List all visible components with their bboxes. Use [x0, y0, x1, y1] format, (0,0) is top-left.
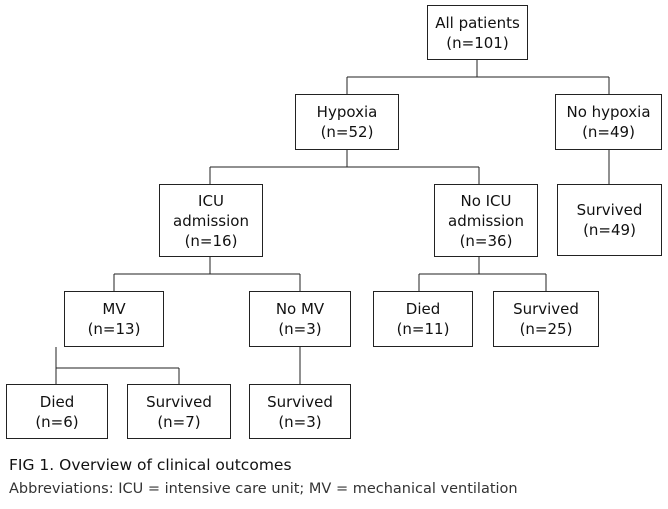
node-label: Hypoxia: [316, 103, 378, 121]
node-icu-admission: ICU admission (n=16): [159, 184, 263, 257]
node-label: MV: [102, 300, 126, 318]
node-no-hypoxia-survived: Survived (n=49): [557, 184, 662, 256]
node-count: (n=3): [278, 320, 322, 338]
node-count: (n=25): [519, 320, 573, 338]
node-no-icu-admission: No ICU admission (n=36): [434, 184, 538, 257]
node-count: (n=52): [320, 123, 374, 141]
node-count: (n=49): [583, 221, 636, 239]
node-count: (n=11): [396, 320, 450, 338]
connector-hypoxia-split: [209, 150, 480, 184]
node-label: No MV: [275, 300, 325, 318]
connector-mv-split: [55, 347, 180, 384]
node-label: No ICU: [460, 191, 512, 210]
node-count: (n=49): [582, 123, 635, 141]
node-label: Died: [405, 300, 441, 318]
node-count: (n=3): [278, 412, 322, 431]
node-no-hypoxia: No hypoxia (n=49): [555, 94, 662, 150]
node-no-mv: No MV (n=3): [249, 291, 351, 347]
node-label-line2: admission: [173, 211, 249, 230]
connector-icu-split: [113, 257, 301, 291]
node-no-mv-survived: Survived (n=3): [249, 384, 351, 439]
node-mv-died: Died (n=6): [6, 384, 108, 439]
node-hypoxia: Hypoxia (n=52): [295, 94, 399, 150]
node-label: Survived: [146, 392, 212, 411]
node-label-line2: admission: [448, 211, 524, 230]
connector-noicu-split: [418, 257, 547, 291]
figure-caption-abbreviations: Abbreviations: ICU = intensive care unit…: [9, 481, 518, 497]
node-no-icu-survived: Survived (n=25): [493, 291, 599, 347]
connector-all-to-hypoxia-split: [346, 60, 610, 94]
flowchart-connectors: [55, 60, 610, 384]
node-all-patients: All patients (n=101): [427, 5, 528, 60]
node-count: (n=101): [446, 33, 509, 52]
node-count: (n=36): [459, 231, 513, 250]
node-count: (n=7): [157, 412, 201, 431]
node-label: ICU: [198, 191, 224, 210]
figure-caption-title: FIG 1. Overview of clinical outcomes: [9, 456, 292, 474]
node-label: No hypoxia: [566, 103, 651, 121]
node-count: (n=6): [35, 412, 79, 431]
node-count: (n=13): [87, 320, 141, 338]
node-no-icu-died: Died (n=11): [373, 291, 473, 347]
node-label: Survived: [513, 300, 579, 318]
node-mv-survived: Survived (n=7): [127, 384, 231, 439]
node-label: Survived: [267, 392, 333, 411]
node-label: Died: [39, 392, 75, 411]
node-count: (n=16): [184, 231, 238, 250]
node-label: All patients: [435, 13, 520, 32]
node-label: Survived: [576, 201, 643, 219]
node-mv: MV (n=13): [64, 291, 164, 347]
